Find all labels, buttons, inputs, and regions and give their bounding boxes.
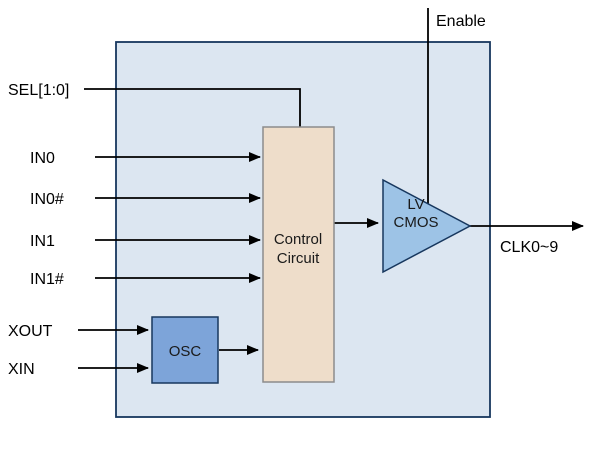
xout-label: XOUT: [8, 323, 53, 340]
sel-wire: [84, 88, 301, 127]
in1n-label: IN1#: [30, 271, 64, 288]
in0-label: IN0: [30, 150, 55, 167]
control-circuit-label-line2: Circuit: [277, 250, 320, 267]
osc-label: OSC: [169, 343, 202, 360]
control-circuit-label-line1: Control: [274, 231, 322, 248]
osc-block: [151, 316, 219, 384]
sel-label: SEL[1:0]: [8, 82, 69, 99]
control-circuit-block: [262, 126, 335, 383]
buffer-label-line1: LV: [407, 196, 424, 213]
buffer-label-line2: CMOS: [394, 214, 439, 231]
clk-label: CLK0~9: [500, 239, 558, 256]
xin-label: XIN: [8, 361, 35, 378]
enable-label: Enable: [436, 13, 486, 30]
in0n-label: IN0#: [30, 191, 64, 208]
in1-label: IN1: [30, 233, 55, 250]
lv-cmos-buffer: [382, 178, 472, 274]
